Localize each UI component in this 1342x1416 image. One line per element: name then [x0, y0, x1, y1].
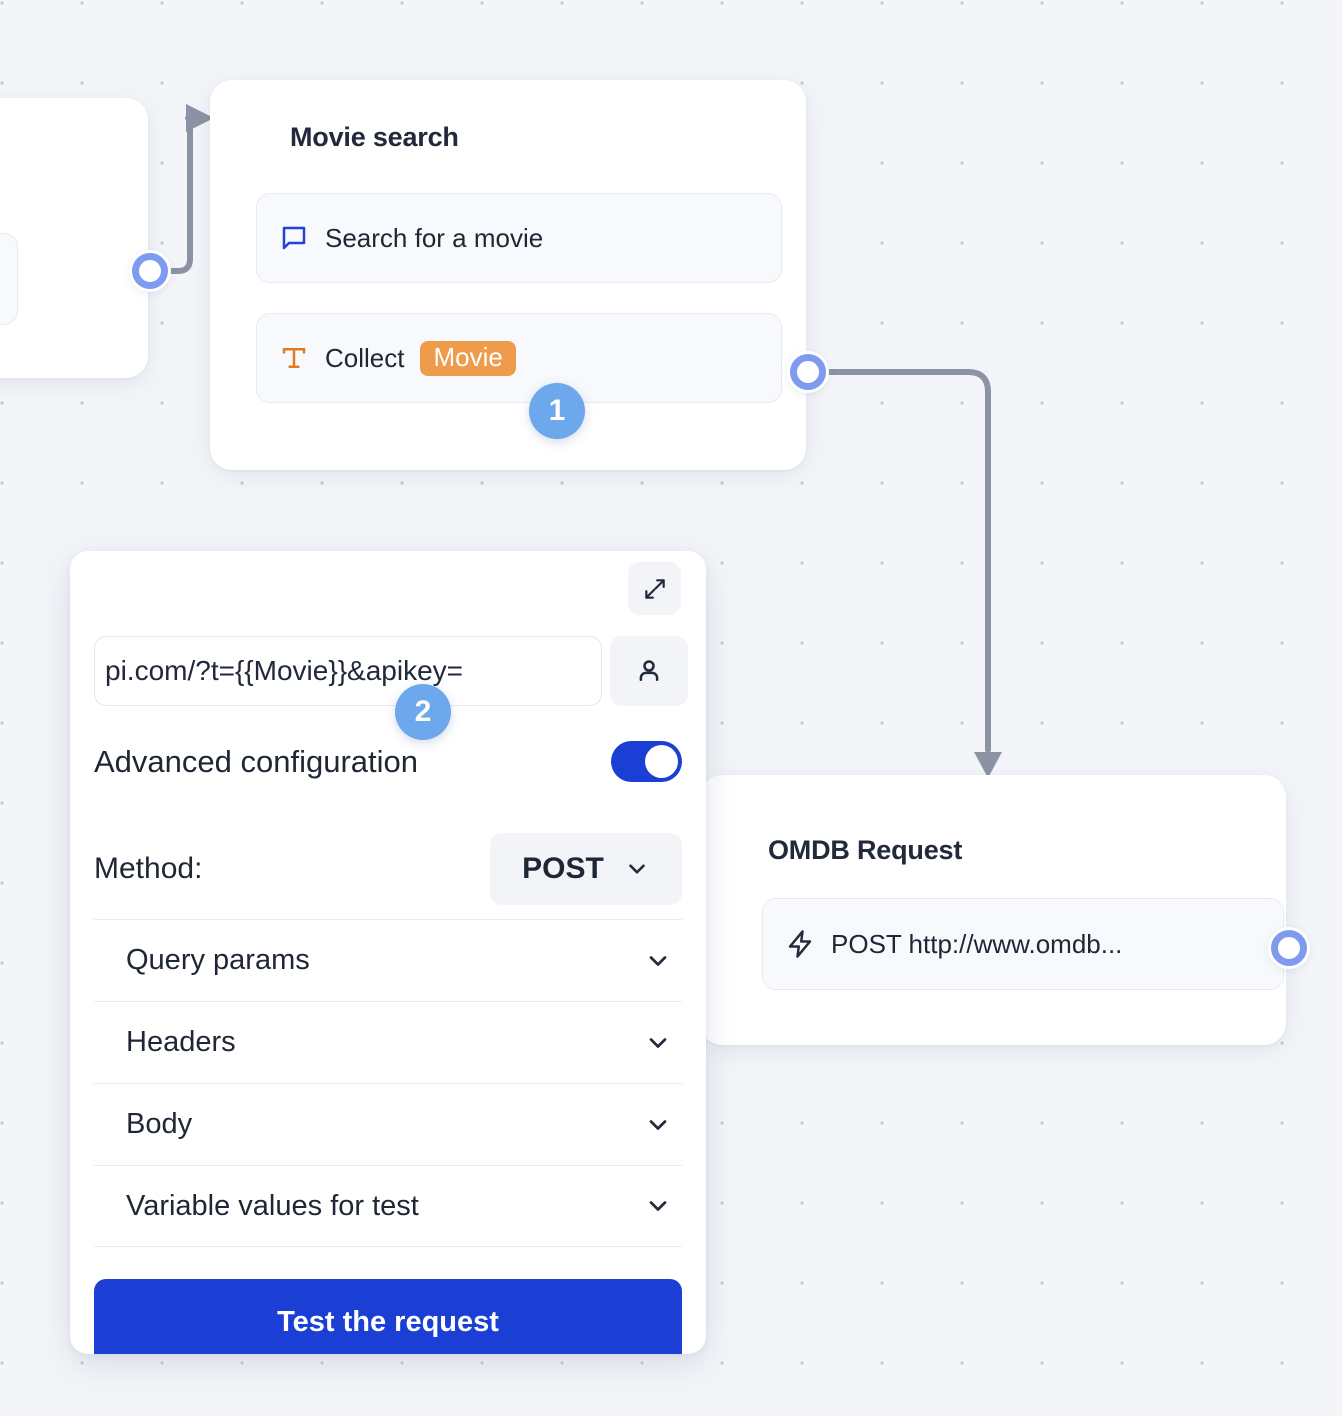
step-badge-2: 2	[395, 684, 451, 740]
node-card-movie-search[interactable]: Movie search Search for a movie Collect …	[210, 80, 806, 470]
method-select[interactable]: POST	[490, 833, 682, 905]
chevron-down-icon	[644, 1029, 672, 1057]
url-row: pi.com/?t={{Movie}}&apikey=	[94, 636, 688, 706]
accordion-item-headers[interactable]: Headers	[94, 1001, 682, 1083]
accordion-item-body[interactable]: Body	[94, 1083, 682, 1165]
person-icon	[634, 656, 664, 686]
node-card-partial[interactable]	[0, 98, 148, 378]
node-row-label: Search for a movie	[325, 222, 544, 253]
request-config-panel[interactable]: pi.com/?t={{Movie}}&apikey= Advanced con…	[70, 551, 706, 1354]
node-row-search-for-a-movie[interactable]: Search for a movie	[256, 193, 782, 283]
chevron-down-icon	[644, 947, 672, 975]
step-badge-1: 1	[529, 383, 585, 439]
advanced-configuration-label: Advanced configuration	[94, 743, 419, 779]
advanced-configuration-row: Advanced configuration	[94, 741, 682, 782]
advanced-configuration-toggle[interactable]	[611, 741, 682, 782]
accordion-label: Body	[126, 1108, 193, 1140]
text-type-icon	[279, 343, 309, 373]
connection-port-omdb-output[interactable]	[1268, 927, 1310, 969]
connection-port-movie-search-output[interactable]	[787, 351, 829, 393]
variable-tag-movie[interactable]: Movie	[420, 340, 516, 376]
accordion-sections: Query params Headers Body Variable value…	[94, 919, 682, 1247]
expand-diagonal-icon	[642, 576, 668, 602]
chevron-down-icon	[624, 856, 650, 882]
select-user-variable-button[interactable]	[610, 636, 688, 706]
method-value: POST	[522, 852, 604, 885]
node-row-post-request[interactable]: POST http://www.omdb...	[762, 898, 1284, 990]
expand-panel-button[interactable]	[628, 562, 681, 615]
node-row-label: POST http://www.omdb...	[831, 928, 1123, 959]
node-title: OMDB Request	[768, 835, 963, 865]
node-card-omdb-request[interactable]: OMDB Request POST http://www.omdb...	[686, 775, 1286, 1045]
accordion-label: Query params	[126, 944, 310, 976]
node-row[interactable]	[0, 233, 18, 325]
chat-bubble-icon	[279, 223, 309, 253]
node-row-collect-movie[interactable]: Collect Movie	[256, 313, 782, 403]
chevron-down-icon	[644, 1111, 672, 1139]
url-input[interactable]: pi.com/?t={{Movie}}&apikey=	[94, 636, 602, 706]
node-row-label: Collect	[325, 342, 405, 373]
node-title: Movie search	[290, 122, 459, 152]
lightning-bolt-icon	[785, 929, 815, 959]
test-the-request-button[interactable]: Test the request	[94, 1279, 682, 1354]
connection-port-left[interactable]	[129, 250, 171, 292]
method-row: Method: POST	[94, 833, 682, 905]
accordion-label: Variable values for test	[126, 1189, 419, 1222]
method-label: Method:	[94, 852, 203, 885]
accordion-item-query-params[interactable]: Query params	[94, 919, 682, 1001]
chevron-down-icon	[644, 1192, 672, 1220]
accordion-label: Headers	[126, 1026, 236, 1058]
accordion-item-variable-values-for-test[interactable]: Variable values for test	[94, 1165, 682, 1247]
